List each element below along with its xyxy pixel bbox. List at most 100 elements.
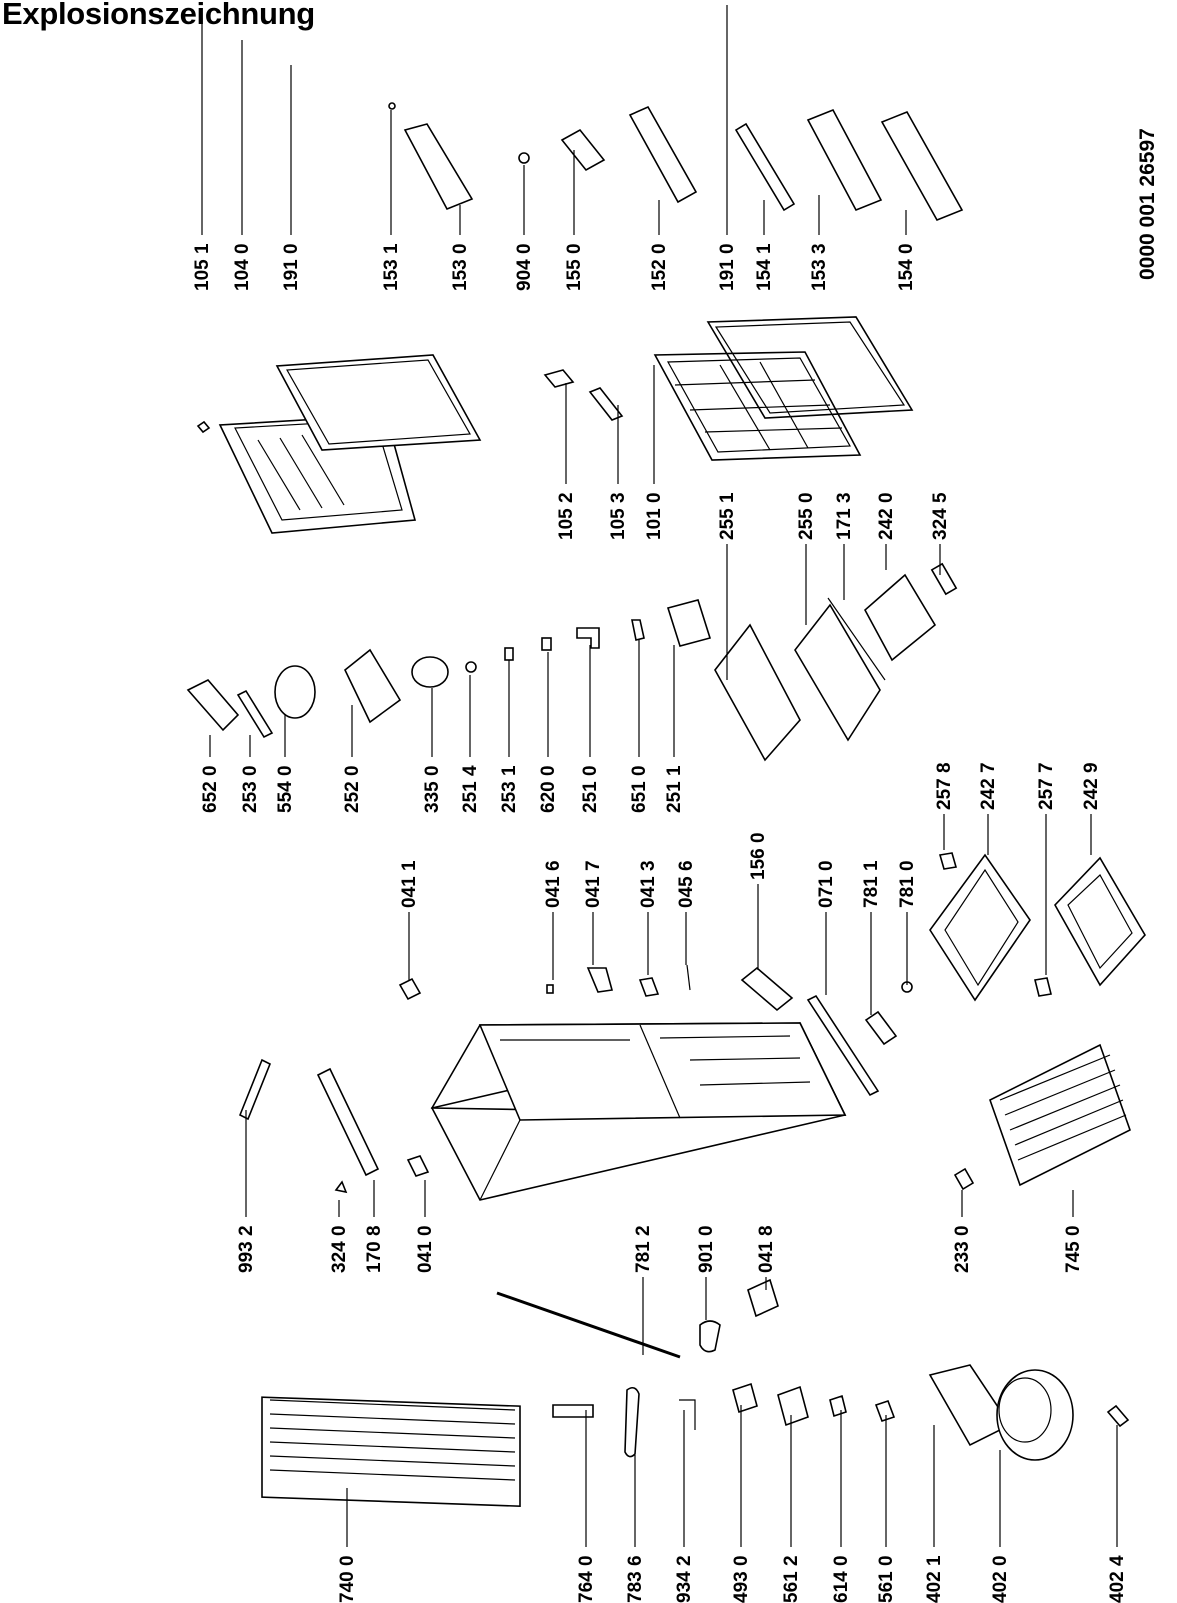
callout-part-4930: 493 0 <box>731 1405 752 1603</box>
callout-part-5540: 554 0 <box>275 715 296 813</box>
callout-part-2578: 257 8 <box>934 762 955 850</box>
part-number-label: 251 4 <box>460 765 481 813</box>
callout-part-2330: 233 0 <box>952 1190 973 1273</box>
part-number-label: 170 8 <box>364 1225 385 1273</box>
part-number-label: 745 0 <box>1063 1225 1084 1273</box>
callout-part-7836: 783 6 <box>625 1455 646 1603</box>
callout-part-1040: 104 0 <box>232 40 253 291</box>
part-number-label: 781 0 <box>897 860 918 908</box>
part-number-label: 402 0 <box>990 1555 1011 1603</box>
part-number-label: 402 4 <box>1107 1555 1128 1603</box>
part-number-label: 242 7 <box>978 762 999 810</box>
callout-part-6140: 614 0 <box>831 1410 852 1603</box>
part-number-label: 324 5 <box>930 492 951 540</box>
compressor-illustration <box>552 1364 1130 1461</box>
callout-part-0410: 041 0 <box>415 1180 436 1273</box>
callout-part-6510: 651 0 <box>629 640 650 813</box>
callout-part-0413: 041 3 <box>638 860 659 975</box>
callout-part-4020: 402 0 <box>990 1450 1011 1603</box>
callout-part-3245: 324 5 <box>930 492 951 575</box>
part-number-label: 781 2 <box>633 1225 654 1273</box>
callout-part-7812: 781 2 <box>633 1225 654 1355</box>
callout-part-3240: 324 0 <box>329 1200 350 1273</box>
callout-part-1051: 105 1 <box>192 18 213 291</box>
callout-part-6520: 652 0 <box>200 735 221 813</box>
small-parts-illustration <box>398 964 913 1097</box>
part-number-label: 253 0 <box>240 765 261 813</box>
callout-part-7400: 740 0 <box>337 1488 358 1603</box>
part-number-label: 335 0 <box>422 765 443 813</box>
callout-part-1550: 155 0 <box>564 150 585 291</box>
callout-part-1910a: 191 0 <box>281 65 302 291</box>
callout-part-2429: 242 9 <box>1081 762 1102 855</box>
callout-part-2550: 255 0 <box>796 492 817 625</box>
callout-part-0418: 041 8 <box>756 1225 777 1290</box>
part-number-label: 191 0 <box>281 243 302 291</box>
part-number-label: 041 0 <box>415 1225 436 1273</box>
callout-part-1053: 105 3 <box>608 405 629 540</box>
part-number-label: 620 0 <box>538 765 559 813</box>
part-number-label: 651 0 <box>629 765 650 813</box>
part-number-label: 154 1 <box>754 243 775 291</box>
part-number-label: 041 6 <box>543 860 564 908</box>
callout-part-9010: 901 0 <box>696 1225 717 1320</box>
part-number-label: 934 2 <box>674 1555 695 1603</box>
callout-part-5612: 561 2 <box>781 1415 802 1603</box>
part-number-label: 242 0 <box>876 492 897 540</box>
part-number-label: 402 1 <box>924 1555 945 1603</box>
callout-part-1910b: 191 0 <box>717 5 738 291</box>
callout-part-9342: 934 2 <box>674 1410 695 1603</box>
callout-part-1010: 101 0 <box>644 365 665 540</box>
part-number-label: 191 0 <box>717 243 738 291</box>
callout-part-2420: 242 0 <box>876 492 897 570</box>
callout-part-9932: 993 2 <box>236 1110 257 1273</box>
part-number-label: 764 0 <box>576 1555 597 1603</box>
drawers-illustration <box>929 852 1146 1002</box>
part-number-label: 105 3 <box>608 492 629 540</box>
callout-part-2511: 251 1 <box>664 645 685 813</box>
part-number-label: 105 2 <box>556 492 577 540</box>
callout-part-0411: 041 1 <box>399 860 420 980</box>
callout-part-4024: 402 4 <box>1107 1425 1128 1603</box>
callout-part-2510: 251 0 <box>580 645 601 813</box>
callout-part-7450: 745 0 <box>1063 1190 1084 1273</box>
part-number-label: 154 0 <box>896 243 917 291</box>
part-number-label: 255 1 <box>717 492 738 540</box>
part-number-label: 104 0 <box>232 243 253 291</box>
part-number-label: 252 0 <box>342 765 363 813</box>
part-number-label: 255 0 <box>796 492 817 540</box>
callout-part-1533: 153 3 <box>809 195 830 291</box>
part-number-label: 105 1 <box>192 243 213 291</box>
part-number-label: 242 9 <box>1081 762 1102 810</box>
callout-part-2514: 251 4 <box>460 675 481 813</box>
part-number-label: 993 2 <box>236 1225 257 1273</box>
part-number-label: 153 1 <box>381 243 402 291</box>
part-number-label: 652 0 <box>200 765 221 813</box>
callout-part-2427: 242 7 <box>978 762 999 855</box>
callout-part-1541: 154 1 <box>754 200 775 291</box>
callout-part-0417: 041 7 <box>583 860 604 965</box>
callout-part-7811: 781 1 <box>861 860 882 1015</box>
callout-part-6200: 620 0 <box>538 652 559 813</box>
callout-part-1713: 171 3 <box>834 492 855 600</box>
callout-part-0710: 071 0 <box>816 860 837 995</box>
callout-part-4021: 402 1 <box>924 1425 945 1603</box>
callout-part-9040: 904 0 <box>514 165 535 291</box>
page-title: Explosionszeichnung <box>2 0 315 31</box>
part-number-label: 253 1 <box>499 765 520 813</box>
callout-part-1052: 105 2 <box>556 383 577 540</box>
callout-part-1540: 154 0 <box>896 210 917 291</box>
part-number-label: 257 8 <box>934 762 955 810</box>
part-number-label: 904 0 <box>514 243 535 291</box>
door-shelves-illustration <box>388 102 964 421</box>
shelves-illustration <box>714 562 958 762</box>
condenser-illustration <box>261 1396 521 1507</box>
part-number-label: 041 3 <box>638 860 659 908</box>
part-number-label: 153 3 <box>809 243 830 291</box>
callout-part-3350: 335 0 <box>422 688 443 813</box>
part-number-label: 101 0 <box>644 492 665 540</box>
part-number-label: 561 0 <box>876 1555 897 1603</box>
part-number-label: 781 1 <box>861 860 882 908</box>
part-number-label: 171 3 <box>834 492 855 540</box>
left-parts-illustration <box>238 1058 779 1359</box>
